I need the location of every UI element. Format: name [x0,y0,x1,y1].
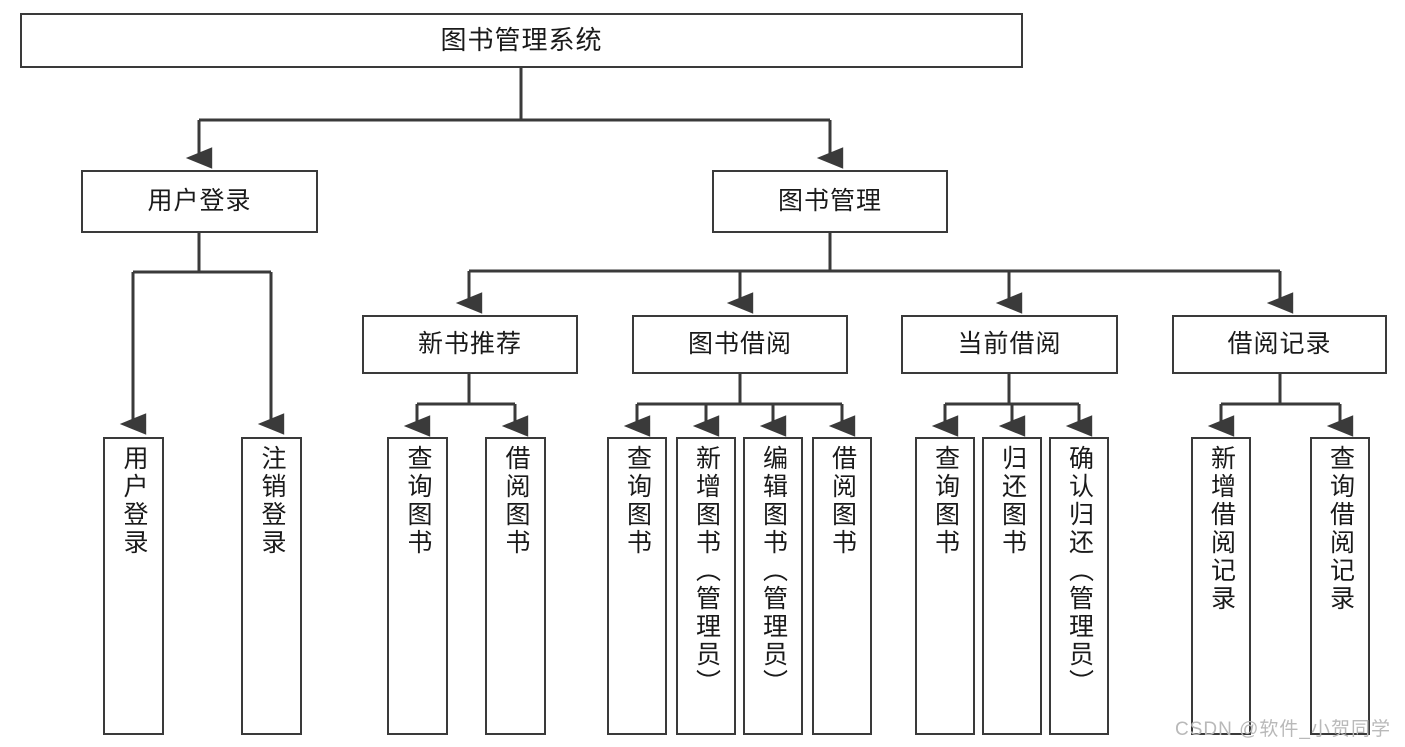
node-current-borrow[interactable]: 当前借阅 [901,315,1118,374]
node-leaf-add-borrow-record[interactable]: 新增借阅记录 [1191,437,1251,735]
node-label: 图书管理 [777,186,882,215]
node-leaf-logout-login[interactable]: 注销登录 [241,437,302,735]
node-book-borrow[interactable]: 图书借阅 [632,315,848,374]
node-label: 借阅图书 [502,445,530,557]
node-label: 查询借阅记录 [1326,445,1355,613]
node-borrow-record[interactable]: 借阅记录 [1172,315,1387,374]
node-label: 注销登录 [258,445,286,557]
node-label: 新增图书（管理员） [692,445,721,697]
node-label: 查询图书 [931,445,960,557]
node-label: 图书管理系统 [440,25,603,56]
node-label: 确认归还（管理员） [1065,445,1094,697]
node-leaf-edit-book[interactable]: 编辑图书（管理员） [743,437,803,735]
node-label: 用户登录 [120,445,148,557]
node-leaf-user-login[interactable]: 用户登录 [103,437,164,735]
node-leaf-borrow-book-recommend[interactable]: 借阅图书 [485,437,546,735]
node-root-book-management-system[interactable]: 图书管理系统 [20,13,1023,68]
node-leaf-return-book[interactable]: 归还图书 [982,437,1042,735]
node-label: 借阅记录 [1227,329,1332,358]
node-label: 归还图书 [998,445,1027,557]
node-leaf-confirm-return[interactable]: 确认归还（管理员） [1049,437,1109,735]
node-leaf-query-borrow-record[interactable]: 查询借阅记录 [1310,437,1370,735]
node-label: 新书推荐 [417,329,522,358]
node-new-book-recommend[interactable]: 新书推荐 [362,315,578,374]
node-leaf-query-book-recommend[interactable]: 查询图书 [387,437,448,735]
node-label: 图书借阅 [687,329,792,358]
node-leaf-add-book[interactable]: 新增图书（管理员） [676,437,736,735]
node-book-management[interactable]: 图书管理 [712,170,948,233]
node-label: 查询图书 [404,445,432,557]
node-user-login[interactable]: 用户登录 [81,170,318,233]
node-leaf-query-book-current[interactable]: 查询图书 [915,437,975,735]
node-label: 新增借阅记录 [1207,445,1236,613]
node-label: 编辑图书（管理员） [759,445,788,697]
csdn-watermark: CSDN @软件_小贺同学 [1175,719,1391,740]
node-label: 借阅图书 [828,445,857,557]
node-label: 查询图书 [623,445,652,557]
node-label: 用户登录 [147,186,252,215]
node-leaf-borrow-book[interactable]: 借阅图书 [812,437,872,735]
node-label: 当前借阅 [957,329,1062,358]
node-leaf-query-book-borrow[interactable]: 查询图书 [607,437,667,735]
